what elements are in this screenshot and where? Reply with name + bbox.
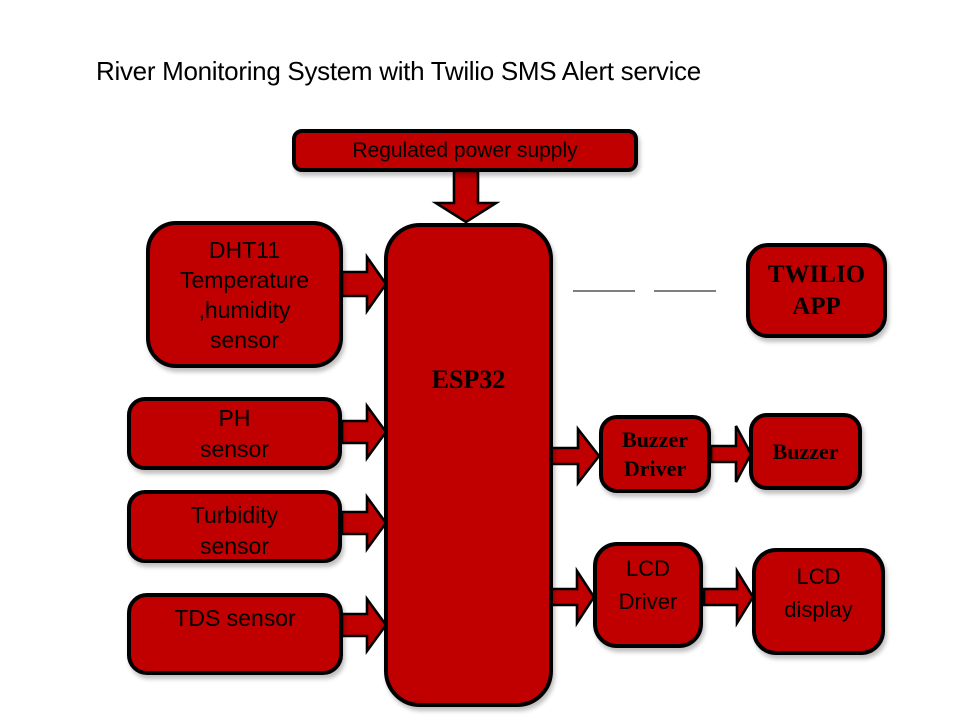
node-buzzer-driver-label: Buzzer Driver — [622, 427, 688, 481]
node-tds-sensor: TDS sensor — [127, 593, 343, 675]
node-regulated-power-supply: Regulated power supply — [292, 129, 638, 172]
node-esp32: ESP32 — [384, 223, 553, 707]
arrow-ph-to-esp32 — [340, 402, 388, 462]
node-twilio-app: TWILIO APP — [746, 243, 887, 338]
node-dht11-sensor-label: DHT11 Temperature ,humidity sensor — [179, 236, 310, 353]
node-lcd-display: LCD display — [752, 548, 885, 655]
node-dht11-sensor: DHT11 Temperature ,humidity sensor — [146, 221, 343, 368]
node-tds-sensor-label: TDS sensor — [174, 605, 296, 631]
node-lcd-driver-label: LCD Driver — [618, 556, 678, 614]
node-turbidity-sensor: Turbidity sensor — [127, 490, 342, 563]
arrow-tds-to-esp32 — [340, 595, 388, 655]
node-ph-sensor-label: PH sensor — [199, 404, 270, 462]
arrow-power-to-esp32 — [431, 169, 501, 224]
node-buzzer-driver: Buzzer Driver — [599, 415, 711, 493]
node-buzzer-label: Buzzer — [772, 438, 839, 464]
page-title: River Monitoring System with Twilio SMS … — [96, 56, 701, 86]
node-lcd-display-label: LCD display — [784, 563, 853, 622]
node-esp32-label: ESP32 — [431, 365, 506, 394]
node-ph-sensor: PH sensor — [127, 397, 342, 470]
arrow-turbidity-to-esp32 — [340, 493, 388, 553]
arrow-buzzer-driver-to-buzzer — [709, 425, 753, 483]
node-lcd-driver: LCD Driver — [593, 542, 703, 648]
node-buzzer: Buzzer — [749, 413, 862, 490]
arrow-esp32-to-buzzer-driver — [549, 425, 601, 487]
arrow-esp32-to-lcd-driver — [549, 566, 596, 628]
node-regulated-power-supply-label: Regulated power supply — [352, 138, 578, 162]
arrow-lcd-driver-to-lcd-display — [702, 566, 755, 628]
node-turbidity-sensor-label: Turbidity sensor — [190, 501, 279, 559]
node-twilio-app-label: TWILIO APP — [767, 260, 866, 320]
arrow-dht11-to-esp32 — [340, 252, 388, 316]
